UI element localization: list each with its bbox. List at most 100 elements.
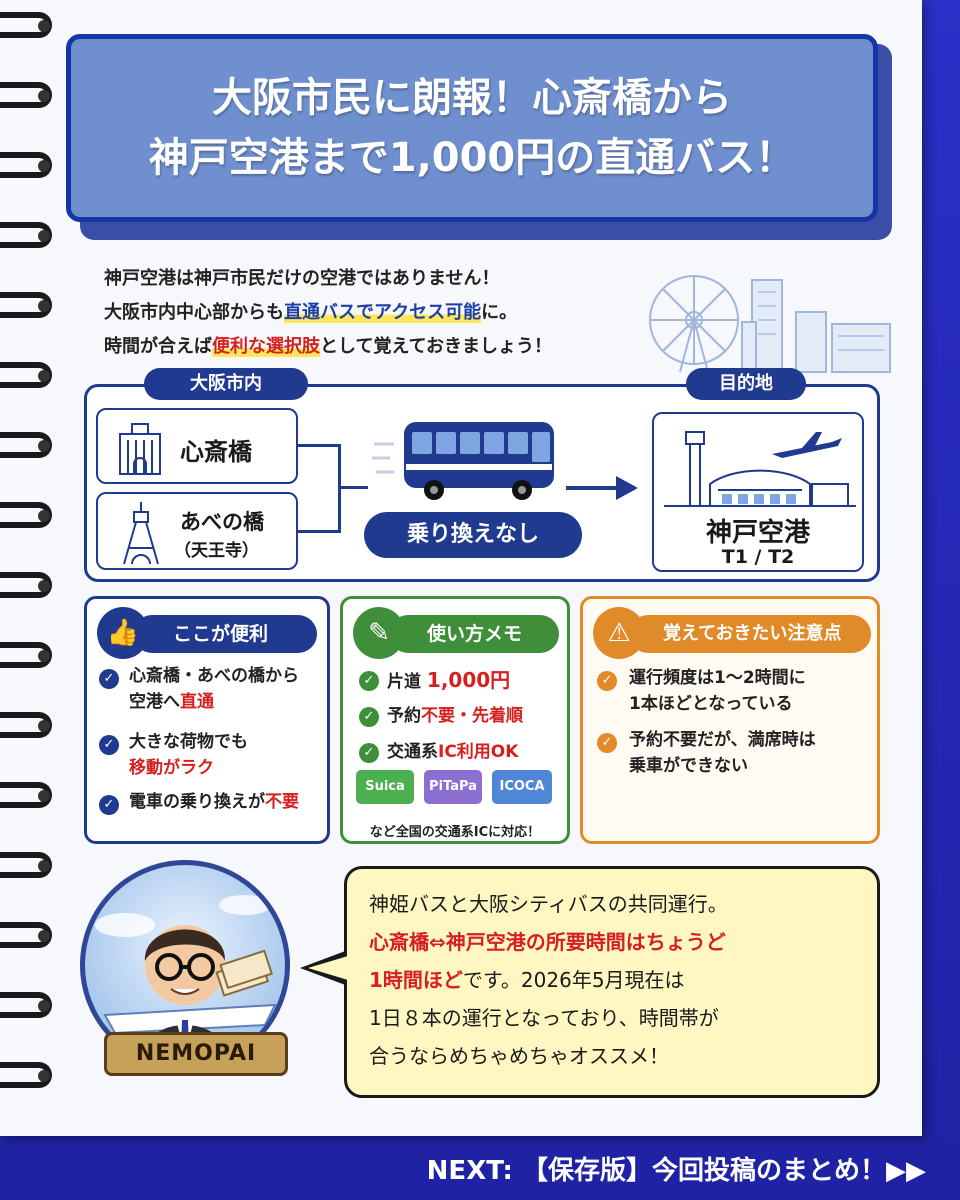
card-usage-memo: 使い方メモ ✎ ✓ 片道 1,000円 ✓ 予約不要・先着順 ✓ 交通系IC利用…	[340, 596, 570, 844]
intro-line-3: 時間が合えば便利な選択肢として覚えておきましょう！	[104, 330, 644, 364]
bubble-line-3-text: です。2026年5月現在は	[462, 968, 685, 992]
title-line-2: 神戸空港まで1,000円の直通バス！	[148, 135, 796, 181]
warning-icon: ⚠	[593, 607, 645, 659]
usage-item-2-highlight: 不要・先着順	[421, 706, 523, 726]
spiral-ring	[0, 12, 52, 38]
caution-item-1-line-1: 運行頻度は1～2時間に	[629, 668, 806, 688]
spiral-ring	[0, 642, 52, 668]
bubble-line-1: 神姫バスと大阪シティバスの共同運行。	[369, 892, 728, 916]
next-post-text: NEXT: 【保存版】今回投稿のまとめ！▶▶	[426, 1155, 926, 1186]
bubble-line-4: 1日８本の運行となっており、時間帯が	[369, 1006, 719, 1030]
spiral-ring	[0, 362, 52, 388]
convenience-item-3: 電車の乗り換えが不要	[129, 789, 299, 815]
pencil-icon: ✎	[353, 607, 405, 659]
check-icon: ✓	[359, 671, 379, 691]
usage-item-1-text: 片道	[387, 672, 421, 692]
destination-name: 神戸空港	[705, 518, 810, 548]
notebook-page: 大阪市民に朗報！心斎橋から 神戸空港まで1,000円の直通バス！ 神戸空港は神戸…	[0, 0, 892, 1136]
spiral-ring	[0, 852, 52, 878]
card-cautions: 覚えておきたい注意点 ⚠ ✓ 運行頻度は1～2時間に 1本ほどとなっている ✓ …	[580, 596, 880, 844]
usage-item-3-text: 交通系	[387, 742, 438, 762]
next-post-link[interactable]: NEXT: 【保存版】今回投稿のまとめ！▶▶	[0, 1136, 960, 1200]
spiral-ring	[0, 1062, 52, 1088]
check-icon: ✓	[99, 669, 119, 689]
department-store-icon	[119, 423, 161, 475]
intro-highlight-direct-bus: 直通バスでアクセス可能	[284, 302, 482, 323]
spiral-ring	[0, 992, 52, 1018]
check-icon: ✓	[597, 671, 617, 691]
arrow-right-icon	[566, 476, 638, 500]
stop-abenobashi: あべの橋 （天王寺）	[96, 492, 298, 570]
spiral-ring	[0, 222, 52, 248]
intro-line-3-end: として覚えておきましょう！	[320, 336, 553, 357]
intro-line-2-end: に。	[481, 302, 518, 323]
stop-shinsaibashi: 心斎橋	[96, 408, 298, 484]
card-cautions-heading: 覚えておきたい注意点	[629, 615, 871, 653]
convenience-item-3-text: 電車の乗り換えが	[129, 792, 265, 812]
bubble-line-3-highlight: 1時間ほど	[369, 968, 463, 992]
usage-item-1-highlight: 1,000円	[426, 668, 511, 692]
spiral-ring	[0, 432, 52, 458]
convenience-item-1-line-1: 心斎橋・あべの橋から	[129, 666, 299, 686]
spiral-ring	[0, 712, 52, 738]
airport-icon	[664, 431, 856, 507]
tsutenkaku-tower-icon	[123, 502, 159, 565]
spiral-ring	[0, 502, 52, 528]
kobe-skyline-icon	[649, 275, 891, 373]
ic-card-note: など全国の交通系ICに対応！	[369, 825, 541, 840]
convenience-item-2-line-1: 大きな荷物でも	[129, 732, 248, 752]
convenience-item-1: 心斎橋・あべの橋から 空港へ直通	[129, 663, 299, 715]
usage-item-3-highlight: IC利用OK	[438, 742, 519, 762]
nemopai-banner: NEMOPAI	[104, 1032, 288, 1076]
page-title: 大阪市民に朗報！心斎橋から 神戸空港まで1,000円の直通バス！	[66, 34, 878, 222]
intro-text: 神戸空港は神戸市民だけの空港ではありません！ 大阪市内中心部からも直通バスでアク…	[104, 262, 644, 364]
caution-item-1: 運行頻度は1～2時間に 1本ほどとなっている	[629, 665, 806, 717]
destination-terminals: T1 / T2	[721, 546, 795, 568]
check-icon: ✓	[99, 735, 119, 755]
spiral-binding	[0, 0, 60, 1136]
intro-line-2-text: 大阪市内中心部からも	[104, 302, 284, 323]
intro-line-3-text: 時間が合えば	[104, 336, 212, 357]
destination-kobe-airport: 神戸空港 T1 / T2	[652, 412, 864, 572]
usage-item-2: 予約不要・先着順	[387, 703, 523, 729]
intro-line-1: 神戸空港は神戸市民だけの空港ではありません！	[104, 268, 500, 289]
spiral-ring	[0, 782, 52, 808]
spiral-ring	[0, 572, 52, 598]
caution-item-1-line-2: 1本ほどとなっている	[629, 694, 793, 714]
convenience-item-1-text: 空港へ	[129, 692, 180, 712]
destination-label: 目的地	[686, 368, 806, 400]
stop-abenobashi-name: あべの橋	[180, 510, 264, 534]
convenience-item-3-highlight: 不要	[265, 792, 299, 812]
check-icon: ✓	[597, 733, 617, 753]
route-line	[338, 486, 368, 489]
stop-shinsaibashi-name: 心斎橋	[180, 438, 252, 466]
convenience-item-2: 大きな荷物でも 移動がラク	[129, 729, 248, 781]
speech-bubble-tail-fill	[308, 956, 348, 980]
intro-highlight-convenient: 便利な選択肢	[212, 336, 320, 357]
spiral-ring	[0, 922, 52, 948]
suica-badge: Suica	[356, 770, 414, 804]
bubble-line-3: 1時間ほどです。2026年5月現在は	[369, 961, 855, 999]
intro-line-2: 大阪市内中心部からも直通バスでアクセス可能に。	[104, 296, 644, 330]
caution-item-2-line-2: 乗車ができない	[629, 756, 748, 776]
check-icon: ✓	[359, 743, 379, 763]
spiral-ring	[0, 292, 52, 318]
title-line-1: 大阪市民に朗報！心斎橋から	[212, 75, 732, 121]
thumbs-up-icon: 👍	[97, 607, 149, 659]
card-usage-memo-heading: 使い方メモ	[389, 615, 559, 653]
origin-label: 大阪市内	[144, 368, 308, 400]
caution-item-2-line-1: 予約不要だが、満席時は	[629, 730, 816, 750]
icoca-badge: ICOCA	[492, 770, 552, 804]
character-illustration	[95, 895, 277, 1055]
spiral-ring	[0, 152, 52, 178]
pitapa-badge: PiTaPa	[424, 770, 482, 804]
card-convenience-heading: ここが便利	[133, 615, 317, 653]
usage-item-2-text: 予約	[387, 706, 421, 726]
check-icon: ✓	[359, 707, 379, 727]
route-line	[298, 444, 340, 447]
stop-abenobashi-sub: （天王寺）	[174, 541, 259, 561]
usage-item-3: 交通系IC利用OK	[387, 739, 518, 765]
spiral-ring	[0, 82, 52, 108]
bus-icon	[372, 422, 554, 500]
convenience-item-1-line-2: 空港へ直通	[129, 689, 299, 715]
